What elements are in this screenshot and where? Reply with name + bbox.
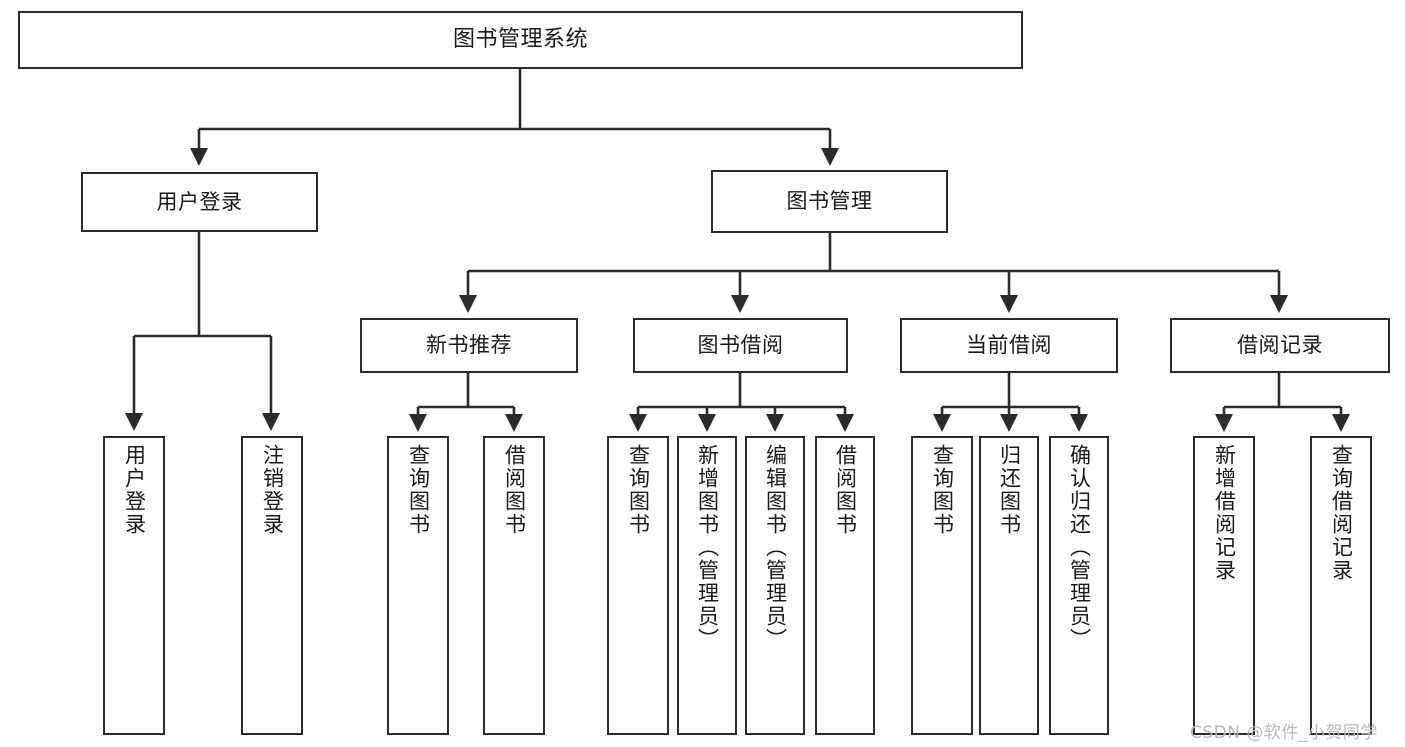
node-leaf-add-book-label: 新增图书（管理员） xyxy=(695,444,720,651)
node-leaf-user-logout[interactable]: 注销登录 xyxy=(241,436,303,735)
node-book-borrow[interactable]: 图书借阅 xyxy=(633,318,848,373)
node-leaf-borrow-book-1[interactable]: 借阅图书 xyxy=(483,436,545,735)
node-leaf-confirm-return[interactable]: 确认归还（管理员） xyxy=(1049,436,1109,735)
node-leaf-borrow-book-2-label: 借阅图书 xyxy=(833,444,858,536)
node-leaf-edit-book-label: 编辑图书（管理员） xyxy=(763,444,788,651)
node-borrow-record[interactable]: 借阅记录 xyxy=(1170,318,1390,373)
node-leaf-query-record[interactable]: 查询借阅记录 xyxy=(1310,436,1372,735)
node-book-manage[interactable]: 图书管理 xyxy=(711,170,948,233)
node-leaf-borrow-book-2[interactable]: 借阅图书 xyxy=(815,436,875,735)
node-leaf-borrow-book-1-label: 借阅图书 xyxy=(502,444,527,536)
node-leaf-edit-book[interactable]: 编辑图书（管理员） xyxy=(745,436,805,735)
node-leaf-user-login[interactable]: 用户登录 xyxy=(103,436,165,735)
node-leaf-query-book-2-label: 查询图书 xyxy=(626,444,651,536)
csdn-watermark: CSDN @软件_小贺同学 xyxy=(1190,723,1378,743)
node-leaf-add-record-label: 新增借阅记录 xyxy=(1212,444,1237,582)
node-leaf-confirm-return-label: 确认归还（管理员） xyxy=(1067,444,1092,651)
node-leaf-user-logout-label: 注销登录 xyxy=(260,444,285,536)
node-leaf-user-login-label: 用户登录 xyxy=(122,444,147,536)
node-current-borrow-label: 当前借阅 xyxy=(966,333,1052,358)
node-leaf-query-book-1-label: 查询图书 xyxy=(406,444,431,536)
node-current-borrow[interactable]: 当前借阅 xyxy=(900,318,1118,373)
node-book-borrow-label: 图书借阅 xyxy=(697,333,784,358)
node-leaf-add-book[interactable]: 新增图书（管理员） xyxy=(677,436,737,735)
node-new-book-recommend-label: 新书推荐 xyxy=(426,333,512,358)
node-leaf-query-book-3-label: 查询图书 xyxy=(930,444,955,536)
node-leaf-query-book-1[interactable]: 查询图书 xyxy=(387,436,449,735)
node-user-login[interactable]: 用户登录 xyxy=(81,172,318,232)
node-leaf-add-record[interactable]: 新增借阅记录 xyxy=(1193,436,1255,735)
node-leaf-query-book-2[interactable]: 查询图书 xyxy=(607,436,669,735)
node-root-label: 图书管理系统 xyxy=(452,27,588,53)
node-leaf-query-book-3[interactable]: 查询图书 xyxy=(911,436,973,735)
node-leaf-query-record-label: 查询借阅记录 xyxy=(1329,444,1354,582)
node-book-manage-label: 图书管理 xyxy=(786,189,873,214)
node-new-book-recommend[interactable]: 新书推荐 xyxy=(360,318,578,373)
node-leaf-return-book-label: 归还图书 xyxy=(997,444,1022,536)
node-user-login-label: 用户登录 xyxy=(156,189,243,214)
node-borrow-record-label: 借阅记录 xyxy=(1237,333,1323,358)
node-root[interactable]: 图书管理系统 xyxy=(18,11,1023,69)
node-leaf-return-book[interactable]: 归还图书 xyxy=(979,436,1039,735)
